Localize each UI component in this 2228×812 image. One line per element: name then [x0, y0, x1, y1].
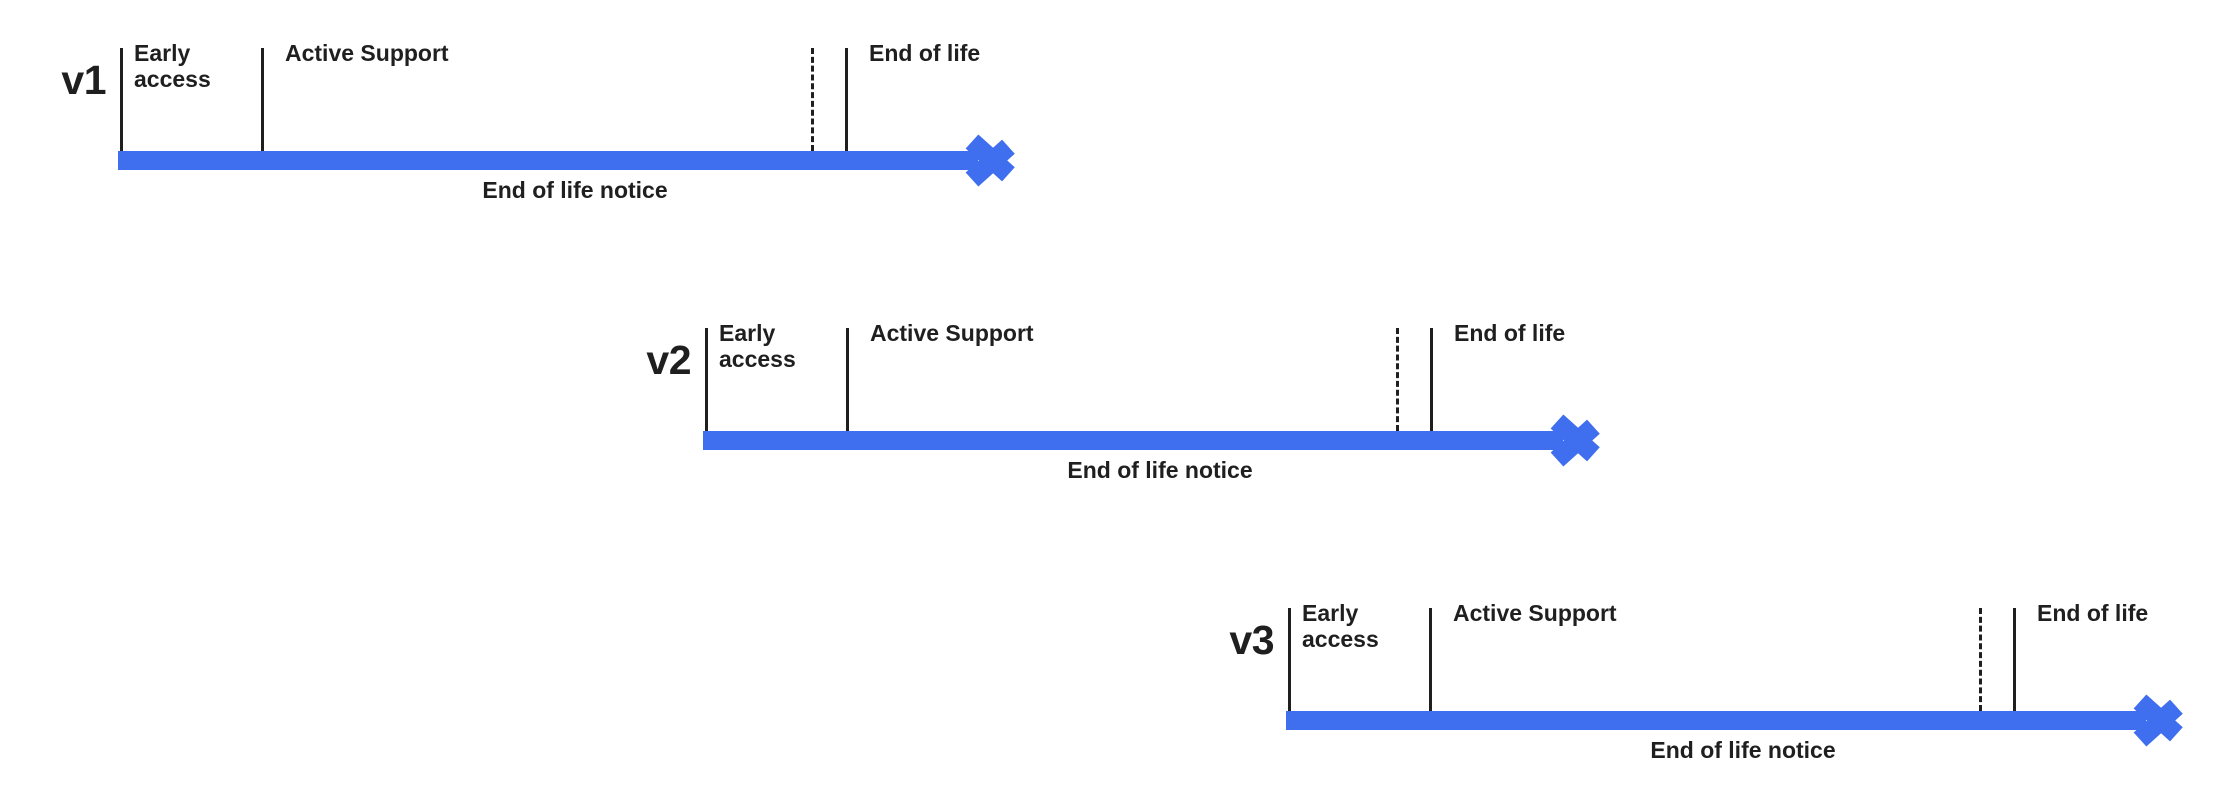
tick-active-support-start-v1: [261, 48, 264, 151]
phase-label-active-support-v3: Active Support: [1453, 600, 1617, 626]
version-label-v2: v2: [646, 337, 691, 383]
arrow-head-icon-v1: [972, 124, 1018, 197]
phase-label-active-support-v2: Active Support: [870, 320, 1034, 346]
tick-end-of-life-start-v2: [1430, 328, 1433, 431]
phase-label-early-access-v2: Early access: [719, 320, 796, 373]
phase-label-early-access-v3: Early access: [1302, 600, 1379, 653]
version-label-v3: v3: [1229, 617, 1274, 663]
timeline-track-v2: Early access Active Support End of life …: [703, 300, 1665, 500]
end-of-life-notice-label-v2: End of life notice: [1067, 457, 1253, 483]
timeline-track-v1: Early access Active Support End of life …: [118, 20, 1080, 220]
lifecycle-bar-v2: [703, 431, 1563, 450]
timeline-track-v3: Early access Active Support End of life …: [1286, 580, 2228, 780]
end-of-life-notice-label-v3: End of life notice: [1650, 737, 1836, 763]
tick-early-access-start-v3: [1288, 608, 1291, 711]
phase-label-end-of-life-v3: End of life: [2037, 600, 2149, 626]
timeline-row-v1: v1 Early access Active Support End of li…: [20, 20, 1100, 220]
tick-active-support-start-v3: [1429, 608, 1432, 711]
arrow-head-icon-v2: [1557, 404, 1603, 477]
tick-end-of-life-start-v1: [845, 48, 848, 151]
timeline-row-v2: v2 Early access Active Support End of li…: [605, 300, 1685, 500]
phase-label-active-support-v1: Active Support: [285, 40, 449, 66]
tick-early-access-start-v2: [705, 328, 708, 431]
tick-end-of-life-start-v3: [2013, 608, 2016, 711]
timeline-row-v3: v3 Early access Active Support End of li…: [1188, 580, 2228, 780]
tick-end-of-life-notice-v2: [1396, 328, 1399, 431]
lifecycle-bar-v1: [118, 151, 978, 170]
arrow-head-icon-v3: [2140, 684, 2186, 757]
phase-label-end-of-life-v2: End of life: [1454, 320, 1566, 346]
tick-active-support-start-v2: [846, 328, 849, 431]
phase-label-early-access-v1: Early access: [134, 40, 211, 93]
lifecycle-bar-v3: [1286, 711, 2146, 730]
tick-early-access-start-v1: [120, 48, 123, 151]
end-of-life-notice-label-v1: End of life notice: [482, 177, 668, 203]
version-label-v1: v1: [61, 57, 106, 103]
tick-end-of-life-notice-v3: [1979, 608, 1982, 711]
tick-end-of-life-notice-v1: [811, 48, 814, 151]
phase-label-end-of-life-v1: End of life: [869, 40, 981, 66]
